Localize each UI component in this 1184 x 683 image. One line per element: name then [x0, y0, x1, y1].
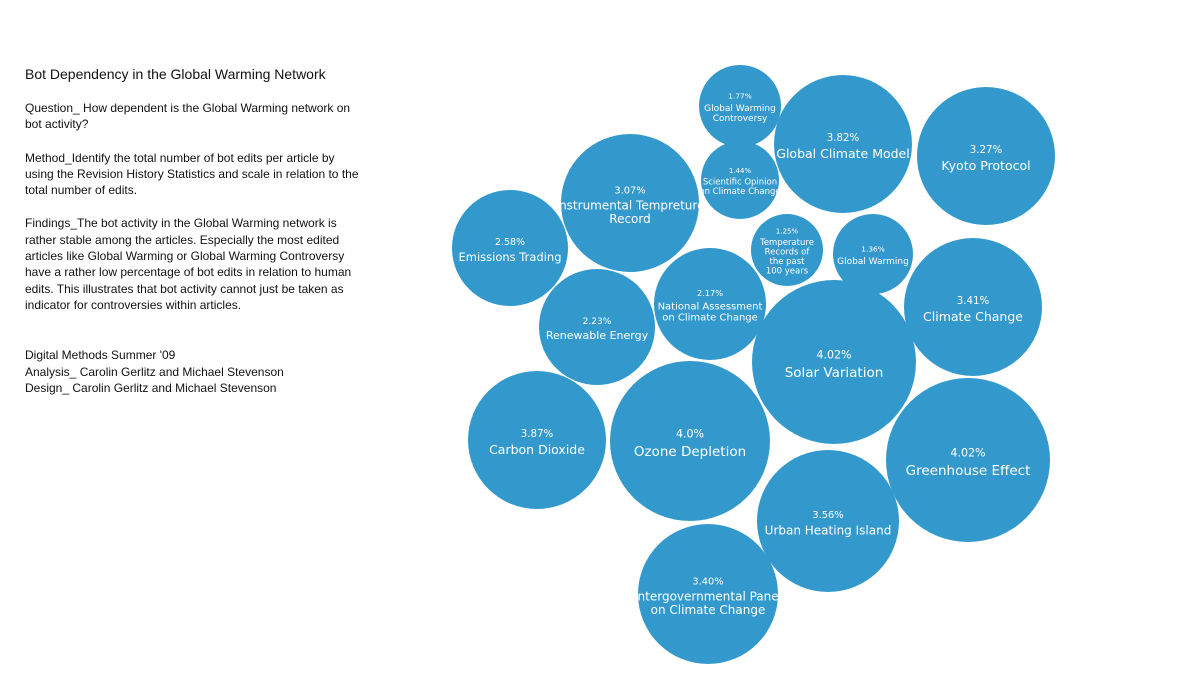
findings-text: Findings_The bot activity in the Global … — [25, 216, 352, 312]
bubble-label: Greenhouse Effect — [906, 463, 1031, 479]
bubble-circle — [833, 214, 913, 294]
bubble-label: Kyoto Protocol — [941, 158, 1030, 173]
bubble-value: 3.07% — [614, 185, 645, 196]
bubble-value: 2.58% — [495, 237, 525, 248]
bubble-circle — [699, 65, 781, 147]
bubble-climate-change: 3.41% Climate Change — [904, 238, 1042, 376]
bubble-circle — [468, 371, 606, 509]
bubble-label: Emissions Trading — [458, 250, 561, 264]
bubble-label: Urban Heating Island — [765, 523, 892, 537]
bubble-renewable-energy: 2.23% Renewable Energy — [539, 269, 655, 385]
bubble-value: 4.02% — [950, 447, 985, 460]
bubble-label: Instrumental Tempreture — [556, 199, 705, 213]
method-text: Method_Identify the total number of bot … — [25, 150, 359, 198]
bubble-solar-variation: 4.02% Solar Variation — [752, 280, 916, 444]
bubble-label: Renewable Energy — [546, 329, 649, 342]
bubble-label: 100 years — [766, 267, 809, 277]
bubble-value: 3.40% — [692, 576, 723, 587]
description-panel: Bot Dependency in the Global Warming Net… — [25, 66, 365, 396]
bubble-global-climate-model: 3.82% Global Climate Model — [774, 75, 912, 213]
credits-analysis: Analysis_ Carolin Gerlitz and Michael St… — [25, 364, 284, 379]
bubble-urban-heating-island: 3.56% Urban Heating Island — [757, 450, 899, 592]
bubble-value: 3.82% — [827, 132, 860, 144]
bubble-circle — [774, 75, 912, 213]
bubble-circle — [561, 134, 699, 272]
bubble-label: the past — [769, 257, 805, 267]
bubble-value: 3.56% — [812, 510, 843, 521]
bubble-label: Carbon Dioxide — [489, 442, 585, 457]
bubble-value: 1.25% — [776, 228, 799, 236]
bubble-value: 3.87% — [521, 428, 554, 440]
bubble-global-warming: 1.36% Global Warming — [833, 214, 913, 294]
bubble-value: 4.02% — [816, 349, 851, 362]
bubble-label: on Climate Change — [662, 313, 758, 324]
bubble-label: Global Warming — [704, 104, 776, 114]
bubble-circle — [886, 378, 1050, 542]
bubble-circle — [610, 361, 770, 521]
bubble-label: Global Warming — [837, 257, 909, 267]
bubble-label: Solar Variation — [785, 365, 884, 381]
bubble-circle — [654, 248, 766, 360]
bubble-value: 3.27% — [970, 144, 1003, 156]
bubble-value: 1.77% — [728, 92, 751, 101]
bubble-label: Records of — [765, 248, 811, 258]
credits-design: Design_ Carolin Gerlitz and Michael Stev… — [25, 380, 277, 395]
bubble-kyoto-protocol: 3.27% Kyoto Protocol — [917, 87, 1055, 225]
bubble-emissions-trading: 2.58% Emissions Trading — [452, 190, 568, 306]
bubble-circle — [751, 214, 823, 286]
bubble-value: 1.44% — [729, 167, 752, 175]
bubble-circle — [757, 450, 899, 592]
bubble-label: Climate Change — [923, 309, 1023, 324]
bubble-label: Record — [609, 212, 650, 226]
bubble-carbon-dioxide: 3.87% Carbon Dioxide — [468, 371, 606, 509]
bubble-circle — [638, 524, 778, 664]
bubble-greenhouse-effect: 4.02% Greenhouse Effect — [886, 378, 1050, 542]
bubble-label: on Climate Change — [699, 187, 780, 197]
bubble-circle — [452, 190, 568, 306]
credits-event: Digital Methods Summer '09 — [25, 348, 176, 363]
chart-title: Bot Dependency in the Global Warming Net… — [25, 66, 326, 82]
bubble-label: Ozone Depletion — [634, 444, 746, 460]
bubble-label: on Climate Change — [651, 603, 766, 617]
bubble-label: Scientific Opinion — [703, 178, 777, 188]
bubble-label: Global Climate Model — [776, 146, 909, 161]
bubble-circle — [917, 87, 1055, 225]
bubble-ozone-depletion: 4.0% Ozone Depletion — [610, 361, 770, 521]
bubble-value: 4.0% — [676, 428, 704, 441]
bubble-value: 2.17% — [697, 288, 723, 298]
bubble-value: 2.23% — [583, 317, 612, 327]
bubble-label: Controversy — [713, 114, 768, 124]
bubble-value: 3.41% — [957, 295, 990, 307]
bubble-circle — [539, 269, 655, 385]
bubble-value: 1.36% — [861, 245, 884, 254]
question-text: Question_ How dependent is the Global Wa… — [25, 101, 351, 132]
bubble-circle — [752, 280, 916, 444]
credits: Digital Methods Summer '09 Analysis_ Car… — [25, 347, 365, 396]
bubble-circle — [701, 141, 779, 219]
bubble-circle — [904, 238, 1042, 376]
bubble-label: Intergovernmental Panel — [634, 590, 782, 604]
bubble-label: National Assessment — [658, 302, 763, 313]
bubble-label: Temperature — [759, 238, 814, 248]
